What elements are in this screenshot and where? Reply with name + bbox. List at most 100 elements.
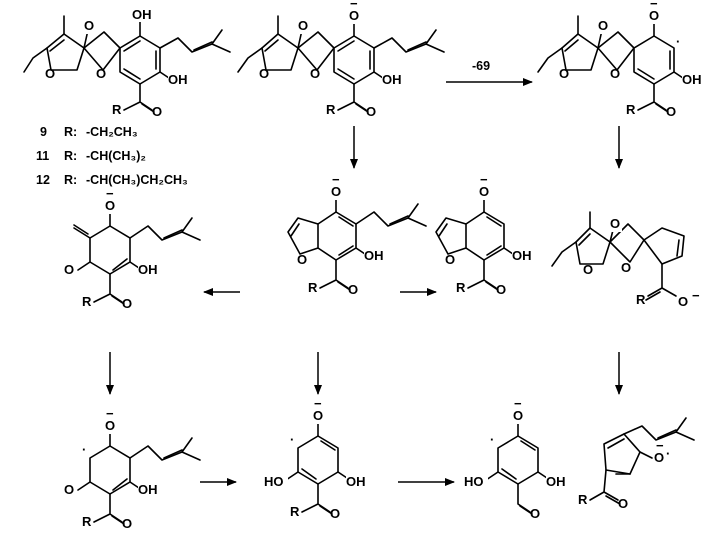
atom-hydroxyl: OH: [168, 72, 188, 87]
atom-oxygen: O: [559, 66, 569, 81]
negative-charge: −: [480, 172, 488, 187]
structure-quinone-radical: O − · O OH R O: [64, 406, 201, 531]
radical-dot: ·: [676, 34, 680, 49]
atom-oxide: O: [678, 294, 688, 309]
arrow-loss-69: -69: [446, 59, 533, 86]
atom-r-group: R: [626, 102, 636, 117]
svg-text:R:: R:: [64, 173, 77, 187]
negative-charge: −: [106, 186, 114, 201]
svg-text:11: 11: [36, 149, 49, 163]
atom-oxide: O: [105, 198, 115, 213]
atom-r-group: R: [578, 492, 588, 507]
svg-text:-CH(CH₃)CH₂CH₃: -CH(CH₃)CH₂CH₃: [86, 173, 188, 187]
structure-benzofuran-anion: O − O OH R O: [287, 172, 427, 297]
structure-radical-anion: O O − · O O OH R O: [537, 0, 706, 119]
atom-oxygen: O: [496, 282, 506, 297]
atom-oxygen: O: [84, 18, 94, 33]
negative-charge: −: [332, 172, 340, 187]
structure-benzofuran-core: O − O OH R O: [435, 172, 536, 297]
atom-r-group: R: [82, 294, 92, 309]
atom-oxide: O: [331, 184, 341, 199]
atom-oxygen: O: [610, 66, 620, 81]
legend-row-12: 12 R: -CH(CH₃)CH₂CH₃: [36, 173, 188, 187]
atom-oxygen: O: [298, 18, 308, 33]
atom-oxide: O: [105, 418, 115, 433]
negative-charge: −: [314, 396, 322, 411]
atom-hydroxyl: OH: [682, 72, 702, 87]
atom-r-group: R: [456, 280, 466, 295]
negative-charge: −: [656, 438, 664, 453]
radical-dot: ·: [490, 432, 494, 447]
atom-oxide: O: [349, 8, 359, 23]
atom-r-group: R: [82, 514, 92, 529]
atom-r-group: R: [308, 280, 318, 295]
svg-text:R:: R:: [64, 149, 77, 163]
atom-oxygen: O: [297, 252, 307, 267]
structure-quinone-methide: O − O OH R O: [64, 186, 201, 311]
atom-hydroxyl: OH: [138, 262, 158, 277]
atom-hydroxyl: OH: [138, 482, 158, 497]
atom-hydroxyl: OH: [546, 474, 566, 489]
atom-r-group: R: [112, 102, 122, 117]
atom-oxygen: O: [330, 506, 340, 521]
atom-oxygen: O: [666, 104, 676, 119]
legend-row-9: 9 R: -CH₂CH₃: [40, 125, 138, 139]
atom-oxygen: O: [122, 516, 132, 531]
svg-text:9: 9: [40, 125, 47, 139]
atom-hydroxyl: OH: [132, 7, 152, 22]
structure-prenyl-cyclopentadiene: O − · R O: [578, 417, 695, 511]
atom-oxygen: O: [64, 482, 74, 497]
atom-oxygen: O: [45, 66, 55, 81]
radical-dot: ·: [666, 446, 670, 461]
atom-oxygen: O: [618, 496, 628, 511]
atom-hydroxyl: OH: [364, 248, 384, 263]
svg-text:-CH₂CH₃: -CH₂CH₃: [86, 125, 138, 139]
atom-oxygen: O: [610, 216, 620, 231]
negative-charge: −: [514, 396, 522, 411]
atom-oxygen: O: [259, 66, 269, 81]
radical-dot: ·: [290, 432, 294, 447]
atom-hydroxyl: HO: [464, 474, 484, 489]
atom-oxygen: O: [445, 252, 455, 267]
atom-oxygen: O: [530, 506, 540, 521]
atom-hydroxyl: OH: [382, 72, 402, 87]
atom-oxygen: O: [598, 18, 608, 33]
atom-oxygen: O: [152, 104, 162, 119]
atom-oxygen: O: [310, 66, 320, 81]
atom-oxygen: O: [348, 282, 358, 297]
atom-oxide: O: [313, 408, 323, 423]
atom-oxygen: O: [96, 66, 106, 81]
legend-row-11: 11 R: -CH(CH₃)₂: [36, 149, 146, 163]
atom-hydroxyl: HO: [264, 474, 284, 489]
negative-charge: −: [350, 0, 358, 11]
atom-oxygen: O: [122, 296, 132, 311]
structure-aldehyde-radical: O − · HO OH O: [464, 396, 570, 521]
negative-charge: −: [106, 406, 114, 421]
radical-dot: ·: [82, 442, 86, 457]
structure-spiro-cyclopentadiene: O O O R O −: [551, 211, 700, 309]
structure-parent: O OH O O OH R O: [23, 6, 231, 119]
svg-text:-CH(CH₃)₂: -CH(CH₃)₂: [86, 149, 146, 163]
atom-hydroxyl: OH: [512, 248, 532, 263]
atom-r-group: R: [290, 504, 300, 519]
structure-deprotonated: O O − O O OH R O: [237, 0, 445, 119]
atom-oxide: O: [654, 450, 664, 465]
atom-oxygen: O: [366, 104, 376, 119]
svg-text:12: 12: [36, 173, 50, 187]
atom-oxygen: O: [64, 262, 74, 277]
atom-oxide: O: [479, 184, 489, 199]
atom-oxide: O: [649, 8, 659, 23]
negative-charge: −: [692, 288, 700, 303]
substituent-legend: 9 R: -CH₂CH₃ 11 R: -CH(CH₃)₂ 12 R: -CH(C…: [36, 125, 188, 187]
atom-r-group: R: [636, 292, 646, 307]
arrow-label-loss: -69: [472, 59, 490, 73]
structure-phenoxide-radical: O − · HO OH R O: [264, 396, 370, 521]
atom-oxygen: O: [583, 262, 593, 277]
atom-hydroxyl: OH: [346, 474, 366, 489]
svg-text:R:: R:: [64, 125, 77, 139]
atom-oxygen: O: [621, 260, 631, 275]
atom-oxide: O: [513, 408, 523, 423]
negative-charge: −: [650, 0, 658, 11]
atom-r-group: R: [326, 102, 336, 117]
